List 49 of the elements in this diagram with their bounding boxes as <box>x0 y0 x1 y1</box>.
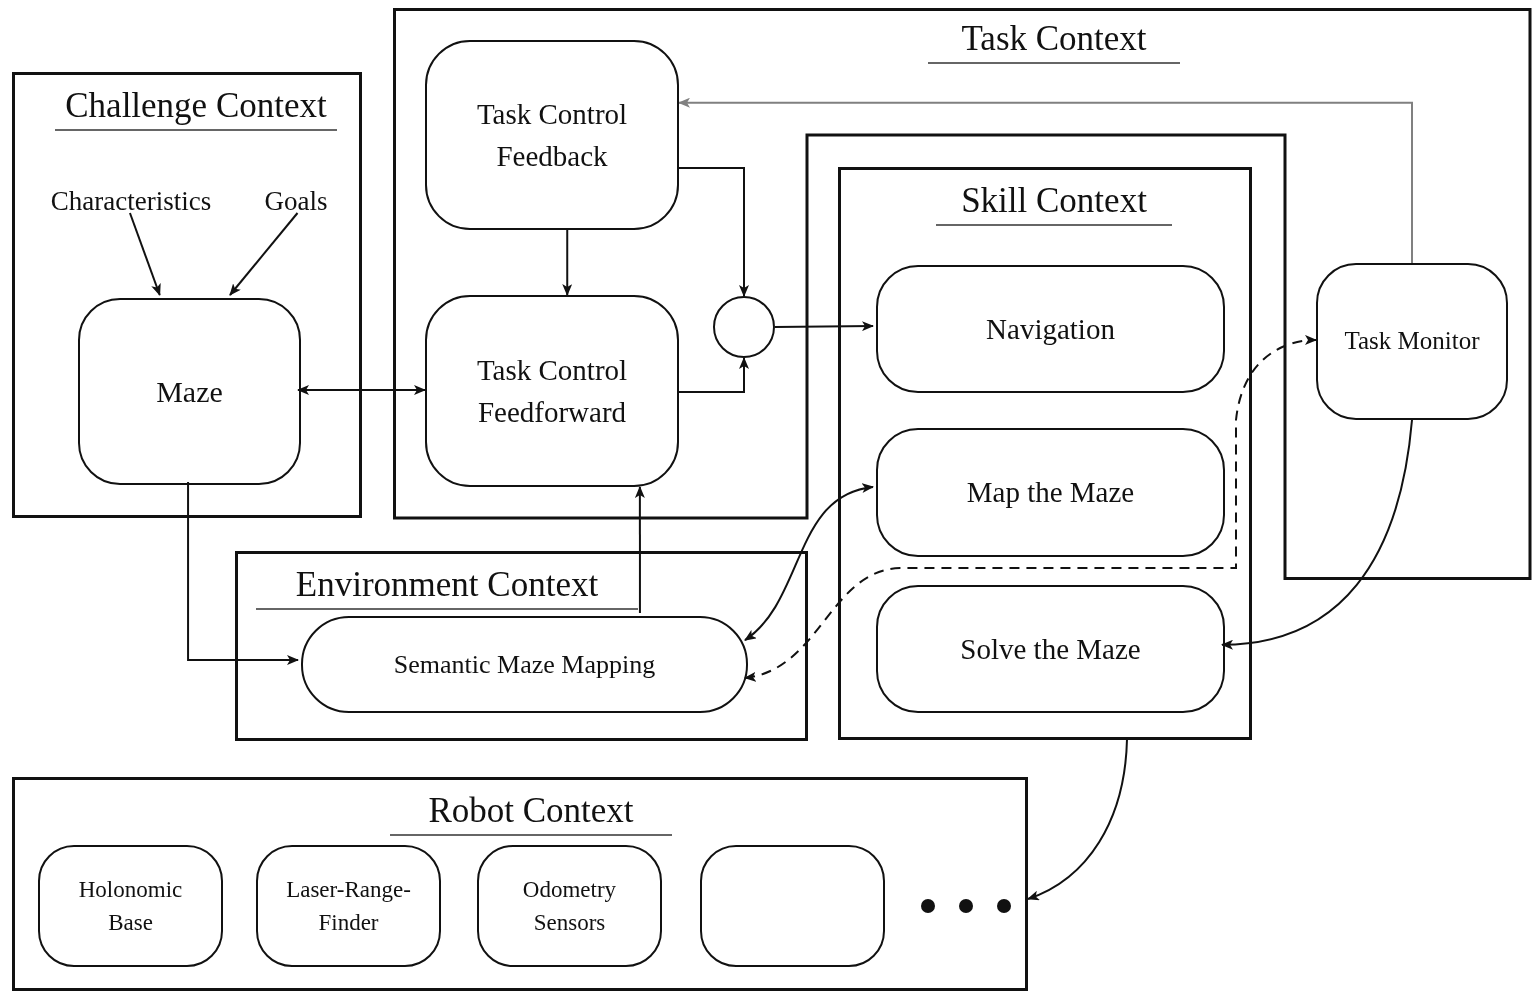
process-box <box>1316 263 1508 420</box>
box-label: Task Control Feedforward <box>475 352 629 430</box>
frame-heading: Environment Context <box>256 564 638 610</box>
arrow <box>128 212 161 296</box>
box-label: Map the Maze <box>966 475 1135 511</box>
arrow <box>187 481 299 666</box>
box-label: Task Control Feedback <box>475 96 629 174</box>
process-box <box>477 845 662 967</box>
arrow <box>678 97 1413 264</box>
box-label: Semantic Maze Mapping <box>393 648 656 681</box>
context-frame <box>838 167 1252 740</box>
arrow <box>1221 419 1413 650</box>
process-box <box>256 845 441 967</box>
context-frame <box>235 551 808 741</box>
frame-heading: Challenge Context <box>55 85 337 131</box>
arrow <box>774 321 874 332</box>
label-text: Goals <box>251 186 341 216</box>
context-frame <box>12 72 362 518</box>
summing-circle <box>713 296 775 358</box>
process-box <box>876 428 1225 557</box>
arrow <box>634 486 645 614</box>
process-box <box>78 298 301 485</box>
context-frame <box>12 777 1028 991</box>
process-box <box>876 585 1225 713</box>
arrow <box>229 212 299 296</box>
process-box <box>425 295 679 487</box>
arrow <box>297 385 426 396</box>
process-box <box>700 845 885 967</box>
box-label: Holonomic Base <box>77 875 184 937</box>
arrow <box>744 484 874 642</box>
frame-heading: Robot Context <box>390 790 672 836</box>
arrow <box>678 357 749 393</box>
box-label: Laser-Range-Finder <box>285 875 412 937</box>
process-box <box>876 265 1225 393</box>
box-label: Navigation <box>986 311 1115 347</box>
frame-heading: Task Context <box>928 18 1180 64</box>
box-label: Task Monitor <box>1344 326 1480 357</box>
label-text: Characteristics <box>33 186 229 216</box>
arrow <box>1027 739 1128 900</box>
box-label: Maze <box>156 373 223 410</box>
process-box <box>425 40 679 230</box>
process-box <box>38 845 223 967</box>
frame-heading: Skill Context <box>936 180 1172 226</box>
box-label: Odometry Sensors <box>521 875 618 937</box>
arrow <box>678 167 749 297</box>
process-box <box>301 616 748 713</box>
arrow <box>744 335 1317 681</box>
box-label: Solve the Maze <box>960 631 1141 667</box>
arrow <box>562 229 573 296</box>
